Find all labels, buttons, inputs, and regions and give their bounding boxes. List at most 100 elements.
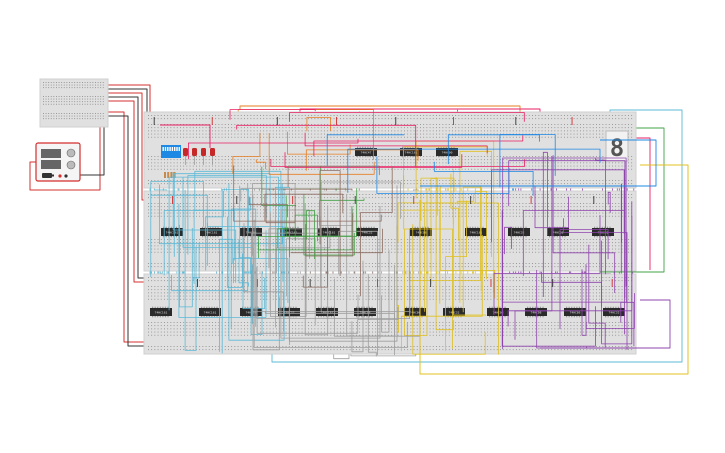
wire <box>268 228 321 288</box>
wire <box>559 229 609 330</box>
wire <box>504 226 512 255</box>
wire <box>290 228 383 254</box>
wire <box>620 301 635 347</box>
dip-switch[interactable] <box>161 145 181 158</box>
wire <box>404 191 428 336</box>
wire <box>80 120 105 176</box>
wire <box>397 202 454 243</box>
ic-chip[interactable]: 74HC86 <box>240 226 262 238</box>
wire <box>360 166 393 297</box>
wire <box>219 238 234 352</box>
ic-chip[interactable]: 74HC32 <box>592 226 614 238</box>
ic-chip[interactable]: 74HC161 <box>199 306 221 318</box>
wire <box>435 177 454 331</box>
ic-chip[interactable]: 74HC161 <box>150 306 172 318</box>
ic-chip[interactable]: 74HC08 <box>547 226 569 238</box>
ic-chip[interactable]: 74HC47 <box>355 146 377 158</box>
wire <box>250 270 263 335</box>
wire <box>284 152 463 168</box>
wire <box>268 133 375 175</box>
wire <box>255 159 266 170</box>
chip-part-number: 74HC161 <box>285 230 298 234</box>
chip-part-number: 74HC161 <box>205 230 218 234</box>
wire <box>456 194 474 205</box>
ic-chip[interactable]: 74HC86 <box>404 306 426 318</box>
wire <box>501 210 596 347</box>
wire <box>106 115 150 347</box>
wire <box>304 132 488 154</box>
chip-part-number: 74HC161 <box>166 230 179 234</box>
wire <box>412 224 486 355</box>
wire <box>424 202 499 355</box>
wire <box>163 210 235 276</box>
wire <box>401 235 483 352</box>
chip-part-number: 74HC86 <box>246 230 257 234</box>
wire <box>276 228 290 258</box>
chip-part-number: 74HC08 <box>360 310 371 314</box>
ic-chip[interactable]: 74HC08 <box>525 306 547 318</box>
wire <box>150 181 204 277</box>
wire <box>232 132 261 174</box>
wire <box>258 188 358 258</box>
wire <box>420 177 455 221</box>
led <box>183 148 188 165</box>
chip-part-number: 74HC08 <box>416 230 427 234</box>
wire <box>230 208 257 329</box>
ic-chip[interactable]: 74HC08 <box>487 306 509 318</box>
seven-segment-digit: 8 <box>610 134 624 162</box>
wire <box>588 244 606 348</box>
wire <box>229 109 316 120</box>
wire <box>179 224 193 308</box>
wire <box>542 151 548 297</box>
wire <box>233 258 289 303</box>
wire <box>240 188 267 212</box>
wire <box>29 110 101 191</box>
wire <box>319 170 341 276</box>
wire <box>159 183 283 245</box>
led <box>210 148 215 165</box>
ic-chip[interactable]: 74HC161 <box>465 226 487 238</box>
wire <box>261 166 297 206</box>
ic-chip[interactable]: 74HC00 <box>436 146 458 158</box>
wire <box>239 185 251 274</box>
ic-chip[interactable]: 74HC32 <box>443 306 465 318</box>
wire <box>585 293 635 329</box>
wire <box>289 112 525 122</box>
wire <box>450 173 459 241</box>
chip-part-number: 74HC161 <box>470 230 483 234</box>
ic-chip[interactable]: 74HC86 <box>564 306 586 318</box>
ic-chip[interactable]: 74HC32 <box>603 306 625 318</box>
ic-chip[interactable]: 74HC08 <box>410 226 432 238</box>
wire <box>320 181 401 312</box>
wire <box>326 134 405 166</box>
wire <box>286 238 316 326</box>
wire <box>403 175 453 349</box>
ic-chip[interactable]: 74HC161 <box>200 226 222 238</box>
ic-chip[interactable]: 74HC08 <box>354 306 376 318</box>
ic-chip[interactable]: 74HC32 <box>356 226 378 238</box>
wire <box>376 156 510 194</box>
wire <box>252 183 296 256</box>
wire <box>313 135 524 157</box>
wire <box>303 194 355 256</box>
wire <box>270 158 525 167</box>
wire <box>501 272 627 303</box>
wire <box>493 215 601 315</box>
wire <box>452 168 486 316</box>
wire <box>445 200 467 351</box>
chip-part-number: 74HC161 <box>321 310 334 314</box>
resistor <box>164 172 166 178</box>
wire <box>419 164 689 375</box>
chip-part-number: 74HC32 <box>609 310 620 314</box>
wire <box>288 185 398 342</box>
chip-part-number: 74HC32 <box>362 230 373 234</box>
wire <box>172 172 237 283</box>
wire <box>595 158 606 275</box>
wire <box>253 219 408 348</box>
wire <box>252 242 280 351</box>
mini-breadboard[interactable] <box>39 78 109 128</box>
dc-power-supply[interactable] <box>35 142 81 182</box>
wire <box>106 111 150 343</box>
breadboard-bottom[interactable] <box>143 273 637 355</box>
